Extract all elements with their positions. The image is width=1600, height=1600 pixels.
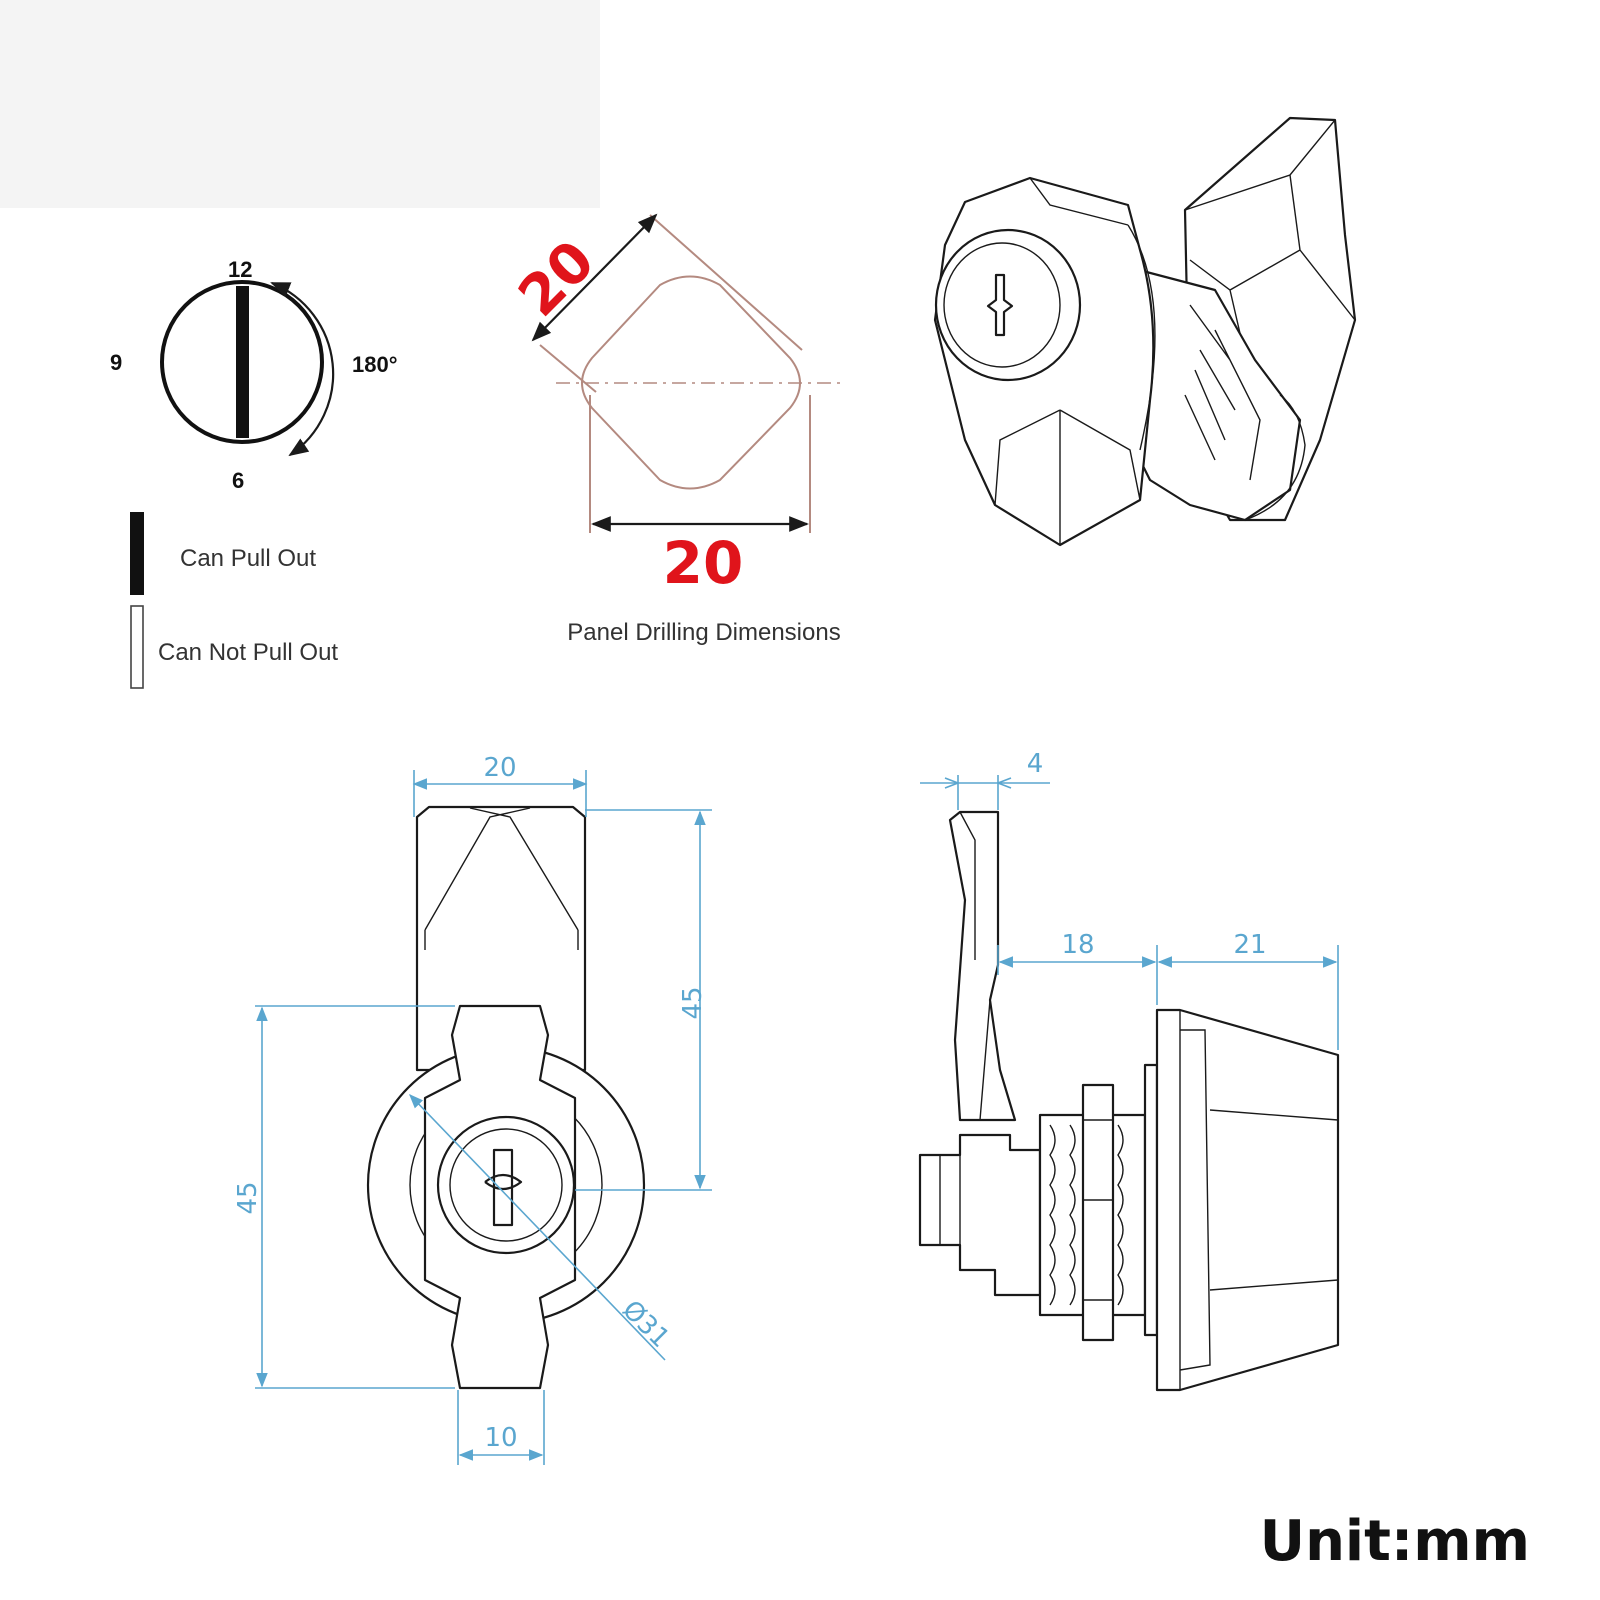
legend-swatch-not-pull-out — [130, 605, 144, 689]
legend-label-not-pull-out: Can Not Pull Out — [158, 639, 338, 666]
lock-isometric-view — [933, 116, 1357, 547]
front-body-height-value: 45 — [233, 1181, 263, 1214]
side-nut — [1081, 1083, 1115, 1342]
iso-keyhole — [986, 273, 1014, 337]
dial-label-9: 9 — [110, 350, 122, 375]
legend: Can Pull Out Can Not Pull Out — [130, 512, 338, 689]
side-lever — [948, 810, 1017, 1122]
side-cam — [918, 1133, 1042, 1297]
side-thickness-value: 4 — [1027, 749, 1044, 779]
top-left-panel — [0, 0, 600, 208]
dial-label-6: 6 — [232, 468, 244, 493]
side-washer — [1143, 1063, 1159, 1337]
front-keyhole — [484, 1148, 523, 1227]
drilling-caption: Panel Drilling Dimensions — [567, 619, 840, 646]
legend-label-pull-out: Can Pull Out — [180, 545, 316, 572]
dial-label-12: 12 — [228, 257, 252, 282]
rotation-diagram: 12 9 6 180° — [110, 257, 398, 493]
lock-side-view: 4 18 21 — [918, 749, 1340, 1392]
side-value-18: 18 — [1061, 930, 1094, 960]
drilling-width-value: 20 — [663, 529, 744, 597]
dial-label-180: 180° — [352, 352, 398, 377]
lock-front-view: 20 45 45 Ø31 10 — [233, 753, 712, 1465]
front-key-face — [436, 1115, 576, 1255]
side-value-21: 21 — [1233, 930, 1266, 960]
front-diameter-leader — [409, 1093, 666, 1361]
key-position-bar — [236, 286, 249, 438]
front-bottom-width-value: 10 — [484, 1423, 517, 1453]
unit-label: Unit:mm — [1260, 1509, 1530, 1574]
side-head — [1155, 1008, 1340, 1392]
front-handle-height-value: 45 — [678, 986, 708, 1019]
panel-drilling-diagram: 20 20 Panel Drilling Dimensions — [506, 213, 845, 646]
front-diameter-value: Ø31 — [616, 1295, 675, 1354]
iso-key-face — [934, 228, 1082, 382]
drilling-hole-outline — [581, 275, 801, 490]
drilling-diagonal-value: 20 — [506, 228, 607, 329]
legend-swatch-pull-out — [130, 512, 144, 595]
drilling-diagonal-dimension-line — [531, 213, 658, 342]
front-top-width-value: 20 — [483, 753, 516, 783]
rotation-arrow — [270, 281, 335, 457]
